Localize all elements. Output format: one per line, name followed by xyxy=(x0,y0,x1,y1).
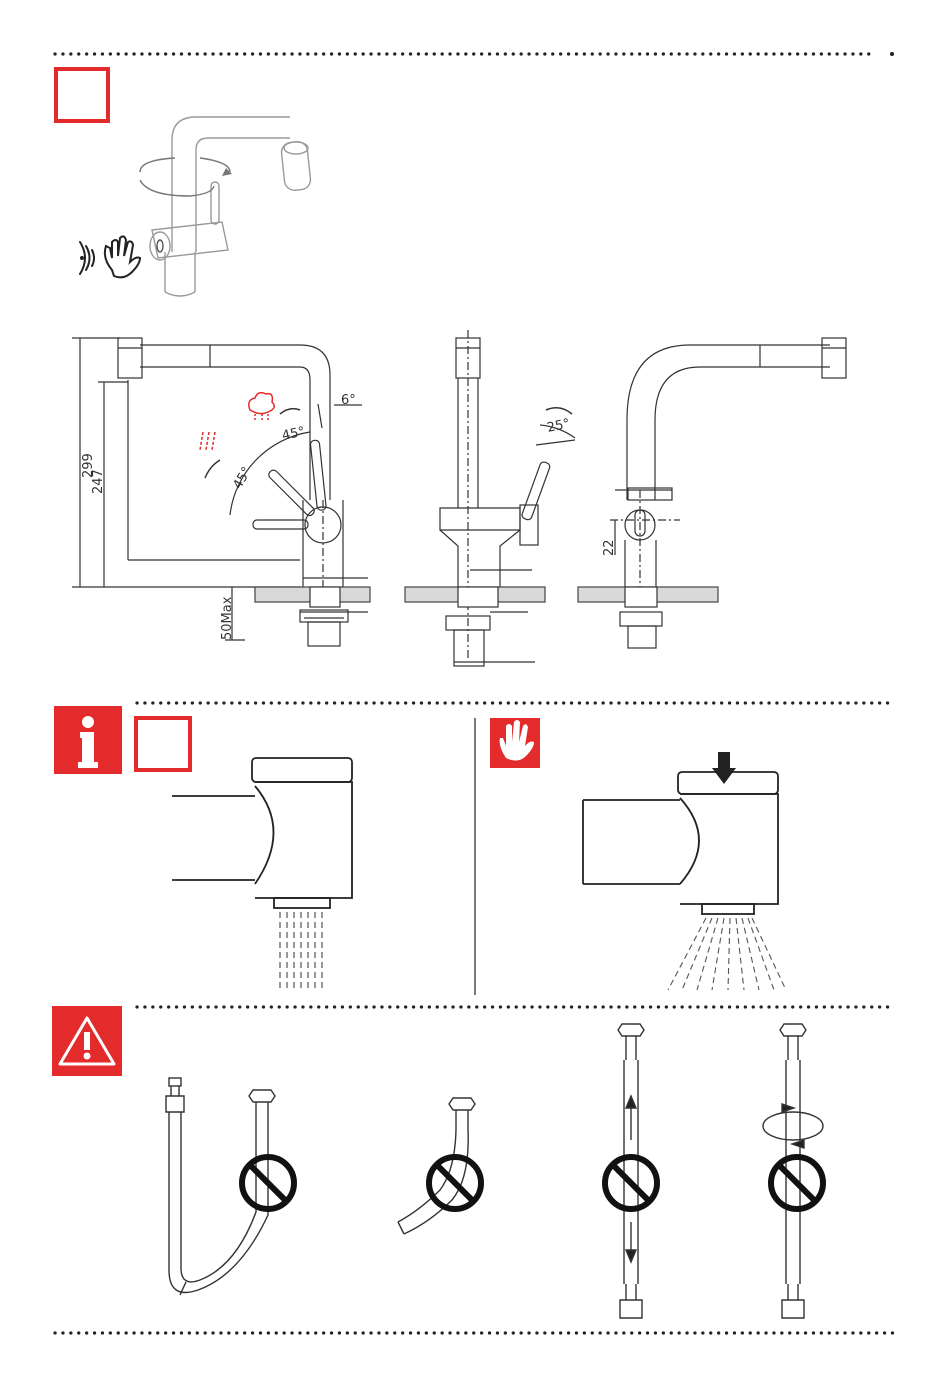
prohibited-icon xyxy=(605,1157,657,1209)
dim-inlet-offset: 22 xyxy=(602,539,617,556)
drawing-side-right xyxy=(578,338,846,648)
prohibited-icon xyxy=(771,1157,823,1209)
water-stream-laminar xyxy=(280,912,322,988)
hot-water-icon xyxy=(200,432,215,450)
dim-lever-angle-hot: 45° xyxy=(281,424,307,443)
aerator-spray-view xyxy=(583,752,778,914)
dim-max-countertop: 50Max xyxy=(220,596,235,640)
faucet-perspective xyxy=(140,117,311,296)
warning-triangle-icon xyxy=(52,1006,122,1076)
info-icon xyxy=(54,706,122,774)
info-step-checkbox xyxy=(136,718,190,770)
dim-spout-tilt: 6° xyxy=(341,393,356,408)
faucet-base xyxy=(165,252,195,296)
rotation-arc xyxy=(140,158,230,196)
faucet-body xyxy=(152,222,228,258)
water-stream-spray xyxy=(668,918,786,990)
sensor-hand-icon xyxy=(80,236,140,277)
dim-height-spout: 247 xyxy=(91,469,106,494)
separator-end-dot xyxy=(890,52,894,56)
steam-icon xyxy=(249,393,274,422)
sensor-eye xyxy=(157,240,163,252)
drawing-front xyxy=(405,330,575,666)
prohibited-icon xyxy=(429,1157,481,1209)
dim-lever-angle-cold: 45° xyxy=(230,465,255,492)
step-checkbox xyxy=(56,69,108,121)
faucet-head xyxy=(281,141,312,191)
hand-press-icon xyxy=(490,718,540,768)
faucet-spout xyxy=(172,117,290,252)
sensor-window xyxy=(150,232,170,260)
faucet-head-top xyxy=(284,142,308,154)
hose-u-bend xyxy=(166,1078,275,1295)
aerator-normal-view xyxy=(172,758,352,908)
